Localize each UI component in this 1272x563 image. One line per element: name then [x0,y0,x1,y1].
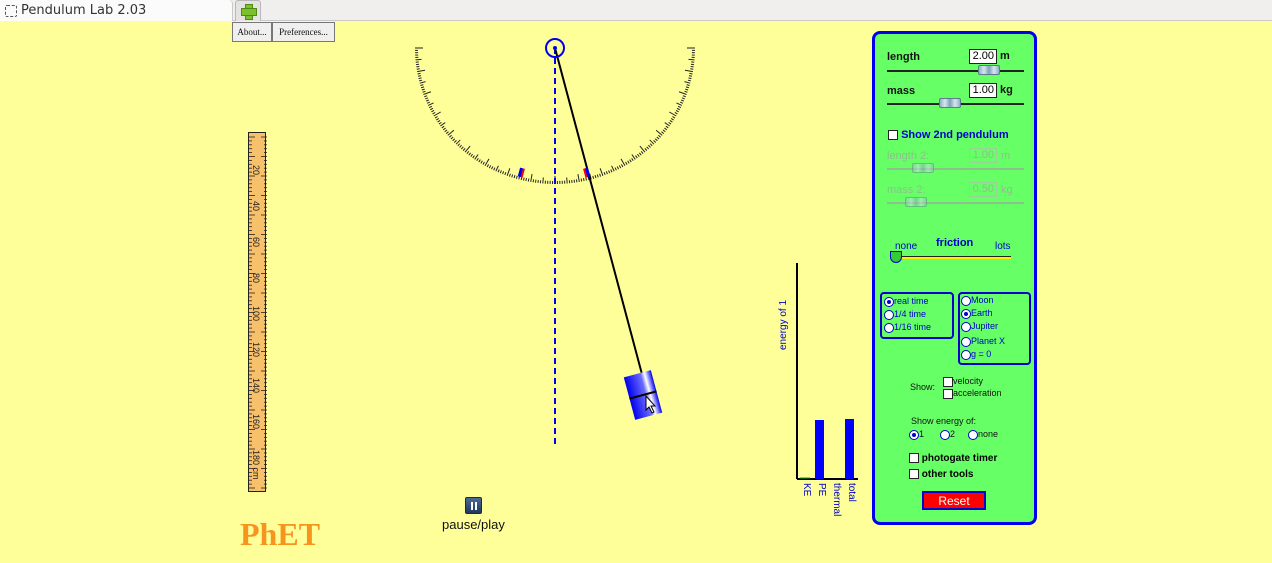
pause-play-button[interactable] [465,497,482,514]
control-panel: length 2.00 m mass 1.00 kg Show 2nd pend… [872,31,1037,525]
mass2-slider-track[interactable] [887,202,1024,204]
mass-input[interactable]: 1.00 [969,83,997,98]
mass2-slider-thumb[interactable] [905,197,927,207]
pe-label: PE [816,483,827,497]
radio-real-time[interactable]: real time [884,296,929,307]
show-2nd-pendulum-checkbox[interactable]: Show 2nd pendulum [888,129,1009,141]
gravity-group [958,292,1031,365]
friction-slider-track[interactable] [895,256,1011,259]
pe-bar [815,420,824,479]
pause-icon [470,501,473,510]
energy-chart [796,263,858,480]
pivot-icon [545,38,565,58]
friction-none-label: none [895,241,918,252]
energy-axis-label: energy of 1 [778,299,789,350]
protractor [415,47,695,184]
velocity-checkbox[interactable]: velocity [943,376,983,387]
other-tools-checkbox[interactable]: other tools [909,469,973,480]
ke-label: KE [801,483,812,497]
length2-slider-track[interactable] [887,168,1024,170]
window-icon [5,4,17,17]
add-tab-button[interactable] [235,0,261,21]
reset-button[interactable]: Reset [922,491,986,510]
length2-slider-thumb[interactable] [912,163,934,173]
length2-label: length 2: [887,150,930,162]
length-label: length [887,51,920,63]
show-label: Show: [910,382,936,392]
preferences-button[interactable]: Preferences... [272,22,335,42]
pendulum-bob[interactable] [623,370,663,420]
length-input[interactable]: 2.00 [969,49,997,64]
amplitude-markers [517,167,591,178]
radio-energy-none[interactable]: none [968,429,998,440]
radio-earth[interactable]: Earth [961,308,993,319]
total-label: total [846,483,857,502]
friction-slider-thumb[interactable] [890,251,902,263]
total-bar [845,419,854,479]
mass-slider-thumb[interactable] [939,98,961,108]
time-speed-group [880,292,954,339]
mass2-input[interactable]: 0.50 [969,182,997,197]
photogate-timer-checkbox[interactable]: photogate timer [909,453,997,464]
radio-moon[interactable]: Moon [961,295,994,306]
friction-title: friction [936,237,974,249]
ruler-tool[interactable]: 20 40 60 80 100 120 140 160 180 cm [248,132,267,492]
mass-label: mass [887,85,916,97]
thermal-label: thermal [831,483,842,517]
radio-energy-2[interactable]: 2 [940,429,955,440]
radio-quarter-time[interactable]: 1/4 time [884,309,926,320]
mass2-label: mass 2: [887,184,926,196]
radio-jupiter[interactable]: Jupiter [961,321,998,332]
radio-energy-1[interactable]: 1 [909,429,924,440]
cursor-icon [645,394,657,414]
radio-planet-x[interactable]: Planet X [961,336,1005,347]
phet-logo[interactable]: PhET [240,516,321,552]
tab-pendulum-lab[interactable]: Pendulum Lab 2.03 [0,0,233,21]
radio-g-zero[interactable]: g = 0 [961,349,991,360]
pause-play-label: pause/play [442,517,505,532]
length2-input[interactable]: 1.00 [969,148,997,163]
pendulum-string [554,47,644,379]
plus-icon [241,4,257,20]
length-slider-thumb[interactable] [978,65,1000,75]
tab-title-label: Pendulum Lab 2.03 [21,3,147,18]
about-button[interactable]: About... [232,22,272,42]
tab-bar: Pendulum Lab 2.03 [0,0,1272,21]
length-slider-track[interactable] [887,70,1024,72]
radio-sixteenth-time[interactable]: 1/16 time [884,322,931,333]
acceleration-checkbox[interactable]: acceleration [943,388,1002,399]
friction-lots-label: lots [995,241,1011,252]
show-energy-label: Show energy of: [911,416,977,426]
